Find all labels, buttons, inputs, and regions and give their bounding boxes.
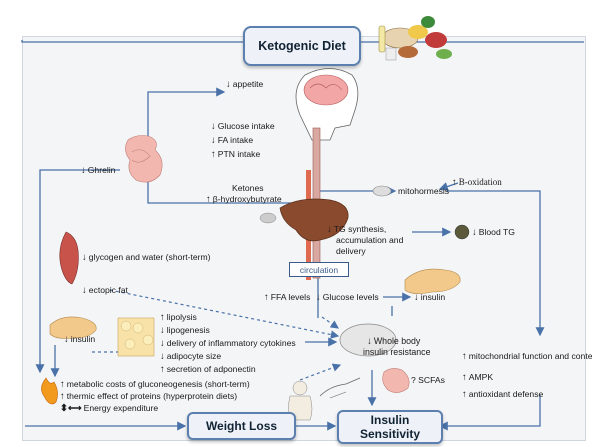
bhb-label: ↑β-hydroxybutyrate [206, 194, 282, 205]
adipocyte-size-label: ↓adipocyte size [160, 351, 222, 362]
up-down-arrow-icon: ⬍⟷ [60, 403, 82, 414]
down-arrow-icon: ↓ [316, 292, 321, 303]
flame-icon [41, 377, 58, 405]
top-left-frame-line [21, 40, 243, 43]
fa-intake-label: ↓FA intake [211, 135, 254, 146]
down-arrow-icon: ↓ [160, 351, 165, 362]
blood-tg-label: ↓Blood TG [472, 227, 515, 238]
muscle-illustration [59, 231, 79, 285]
arrow-ghrelin-down [35, 169, 120, 374]
glucose-levels-label: ↓Glucose levels [316, 292, 379, 303]
thermic-effect-label: ↑thermic effect of proteins (hyperprotei… [60, 391, 238, 402]
blood-tg-illustration [454, 224, 470, 240]
up-arrow-icon: ↑ [206, 194, 211, 205]
dashed-adipose-to-wbir [299, 363, 342, 381]
down-arrow-icon: ↓ [472, 227, 477, 238]
ptn-intake-label: ↑PTN intake [211, 149, 261, 160]
gut-small-illustration [382, 368, 410, 393]
arrow-to-mito-function [447, 190, 545, 337]
ketones-label: Ketones [232, 183, 264, 193]
wbir-cell-illustration [339, 323, 397, 357]
insulin-left-label: ↓insulin [64, 334, 96, 345]
ectopic-fat-label: ↓ectopic fat [82, 285, 128, 296]
up-arrow-icon: ↑ [60, 379, 65, 390]
glucose-intake-label: ↓Glucose intake [211, 121, 275, 132]
ampk-label: ↑AMPK [462, 372, 494, 383]
mitohormesis-label: mitohormesis [398, 186, 450, 196]
up-arrow-icon: ↑ [462, 389, 467, 400]
up-arrow-icon: ↑ [452, 178, 457, 188]
down-arrow-icon: ↓ [211, 121, 216, 132]
up-arrow-icon: ↑ [160, 364, 165, 375]
down-arrow-icon: ↓ [82, 285, 87, 296]
tg-accumulation-label: accumulation and [336, 235, 404, 245]
gut-illustration [125, 135, 163, 183]
ffa-levels-label: ↑FFA levels [264, 292, 311, 303]
food-illustration [378, 16, 452, 61]
down-arrow-icon: ↓ [81, 165, 86, 176]
adipose-tissue-illustration [117, 317, 155, 357]
cytokines-label: ↓delivery of inflammatory cytokines [160, 338, 296, 349]
adiponectin-label: ↑secretion of adponectin [160, 364, 256, 375]
down-arrow-icon: ↓ [327, 224, 332, 235]
down-arrow-icon: ↓ [211, 135, 216, 146]
circulation-box: circulation [289, 262, 349, 277]
down-arrow-icon: ↓ [367, 336, 372, 347]
question-mark-icon: ? [411, 375, 419, 385]
ketogenic-diet-title-box: Ketogenic Diet [243, 26, 361, 66]
down-arrow-icon: ↓ [160, 325, 165, 336]
up-arrow-icon: ↑ [264, 292, 269, 303]
up-arrow-icon: ↑ [60, 391, 65, 402]
glycogen-label: ↓glycogen and water (short-term) [82, 252, 211, 263]
arrow-to-appetite [147, 87, 226, 145]
insulin-sensitivity-box: Insulin Sensitivity [337, 410, 443, 444]
down-arrow-icon: ↓ [414, 292, 419, 303]
pancreas-left-illustration [49, 316, 97, 339]
up-arrow-icon: ↑ [462, 351, 467, 362]
measuring-hand-illustration [319, 377, 361, 399]
weight-loss-box: Weight Loss [187, 412, 296, 440]
pancreas-right-illustration [404, 268, 461, 294]
gluconeogenesis-label: ↑metabolic costs of gluconeogenesis (sho… [60, 379, 250, 390]
scfas-label: ? SCFAs [411, 375, 445, 385]
wbir-label: ↓Whole body insulin resistance [363, 336, 431, 357]
dashed-ffa-to-wbir [321, 316, 339, 329]
liver-illustration [259, 198, 349, 242]
up-arrow-icon: ↑ [211, 149, 216, 160]
insulin-right-label: ↓insulin [414, 292, 446, 303]
tg-delivery-label: delivery [336, 246, 366, 256]
head-illustration [295, 68, 359, 141]
ghrelin-label: ↓Ghrelin [81, 165, 116, 176]
mito-function-label: ↑mitochondrial function and content [462, 351, 592, 362]
down-arrow-icon: ↓ [82, 252, 87, 263]
up-arrow-icon: ↑ [462, 372, 467, 383]
arrow-beta-ox [438, 182, 459, 191]
up-arrow-icon: ↑ [160, 312, 165, 323]
lipolysis-label: ↑lipolysis [160, 312, 197, 323]
down-arrow-icon: ↓ [226, 79, 231, 90]
antioxidant-label: ↑antioxidant defense [462, 389, 544, 400]
appetite-label: ↓appetite [226, 79, 264, 90]
beta-oxidation-label: ↑B-oxidation [452, 177, 502, 188]
down-arrow-icon: ↓ [64, 334, 69, 345]
dashed-ectopic-to-wbir [109, 289, 340, 339]
tg-synthesis-label: ↓TG synthesis, [327, 224, 387, 235]
mitochondria-illustration [372, 185, 392, 197]
arrow-to-insulin-sensitivity [438, 395, 541, 431]
lipogenesis-label: ↓lipogenesis [160, 325, 210, 336]
energy-expenditure-label: ⬍⟷Energy expenditure [60, 403, 159, 414]
down-arrow-icon: ↓ [160, 338, 165, 349]
title: Ketogenic Diet [258, 39, 346, 53]
